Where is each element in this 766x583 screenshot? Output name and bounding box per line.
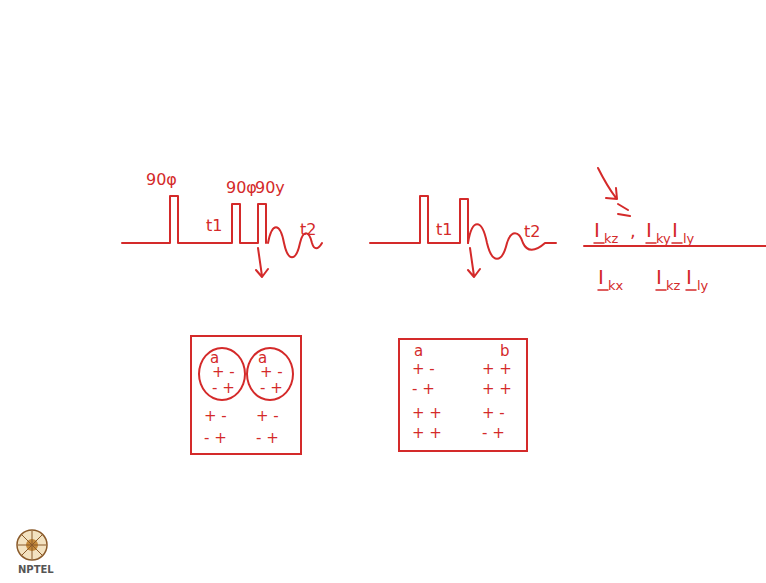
sign-pair: + - (482, 406, 505, 421)
sign-pair: + + (412, 426, 442, 441)
peak-label: a (414, 344, 423, 359)
peak-label: a (210, 351, 219, 366)
sign-pair: + - (260, 365, 283, 380)
sign-pair: + + (482, 362, 512, 377)
peak-label: b (500, 344, 510, 359)
sign-pair: + - (204, 409, 227, 424)
subscript: kz (604, 232, 618, 245)
sign-pair: - + (256, 431, 279, 446)
pulse-label: 90φ (146, 172, 177, 188)
peak-label: a (258, 351, 267, 366)
sign-pair: - + (260, 381, 283, 396)
sign-pair: + - (212, 365, 235, 380)
pulse-label: 90y (255, 180, 285, 196)
operator: I (598, 267, 604, 287)
operator: I (672, 220, 678, 240)
logo-text: NPTEL (18, 565, 54, 575)
comma: , (630, 222, 636, 240)
subscript: ly (683, 232, 694, 245)
peak-sign-box: + -+ -- +- +a+ -- +a+ -- + (190, 335, 302, 455)
operator: I (686, 267, 692, 287)
sign-pair: + - (256, 409, 279, 424)
sign-pair: + + (482, 382, 512, 397)
operator: I (594, 220, 600, 240)
sign-pair: - + (204, 431, 227, 446)
delay-label: t2 (300, 222, 316, 238)
operator: I (646, 220, 652, 240)
delay-label: t1 (436, 222, 452, 238)
subscript: kz (666, 279, 680, 292)
down-arrow (256, 248, 268, 277)
sign-circle: a+ -- + (198, 347, 246, 401)
fid-wave (468, 224, 556, 259)
implies-arrow (598, 168, 617, 199)
subscript: ky (656, 232, 671, 245)
subscript: ly (697, 279, 708, 292)
sign-pair: + - (412, 362, 435, 377)
implies-arrow (618, 204, 630, 216)
delay-label: t1 (206, 218, 222, 234)
down-arrow (468, 248, 480, 277)
sign-circle: a+ -- + (246, 347, 294, 401)
sign-pair: - + (482, 426, 505, 441)
peak-sign-box: a b + - + + - + + + + + + - + + - + (398, 338, 528, 452)
nptel-logo (17, 530, 47, 560)
pulse-train (370, 196, 468, 243)
fraction-bar (584, 245, 766, 247)
subscript: kx (608, 279, 623, 292)
sign-pair: - + (412, 382, 435, 397)
operator: I (656, 267, 662, 287)
pulse-label: 90φ (226, 180, 257, 196)
sign-pair: + + (412, 406, 442, 421)
delay-label: t2 (524, 224, 540, 240)
sign-pair: - + (212, 381, 235, 396)
pulse-train (122, 196, 266, 243)
